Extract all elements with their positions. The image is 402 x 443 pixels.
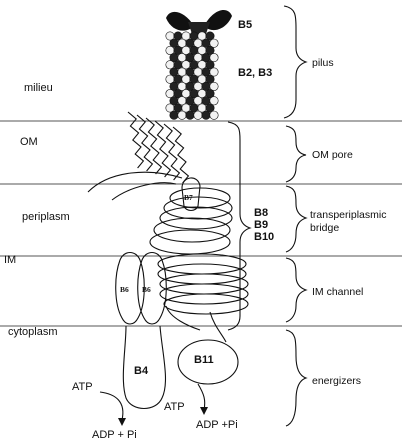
pilus-subunit <box>209 38 219 48</box>
label-om: OM <box>20 136 38 148</box>
om-pore-fiber <box>145 117 163 175</box>
pilus-subunit <box>177 110 187 120</box>
b5-tip-shape <box>166 10 232 34</box>
pilus-subunit <box>193 110 203 120</box>
label-b7: B7 <box>184 193 193 202</box>
label-bridge-line2: bridge <box>310 222 339 234</box>
om-pore-fiber <box>136 114 154 172</box>
label-atp-right: ATP <box>164 401 185 413</box>
pilus-subunit <box>205 74 215 84</box>
pilus-subunit <box>205 89 215 99</box>
pilus-subunit <box>201 110 211 120</box>
label-b4: B4 <box>134 365 149 377</box>
label-b11: B11 <box>194 354 214 366</box>
pilus-subunit <box>209 110 219 120</box>
label-im: IM <box>4 254 16 266</box>
atp-left-arrow <box>99 391 124 421</box>
b6-right-shape <box>137 251 167 325</box>
pilus-subunit <box>205 45 215 55</box>
pilus-subunit <box>205 31 215 41</box>
label-b10: B10 <box>254 231 274 243</box>
label-b6-left: B6 <box>120 285 129 294</box>
pilus-brace <box>283 5 308 119</box>
pilus-subunit <box>209 96 219 106</box>
atp-right-arrowhead <box>200 407 208 415</box>
im-channel-brace <box>285 257 308 323</box>
label-cytoplasm: cytoplasm <box>8 326 58 338</box>
pilus-body <box>165 31 219 120</box>
om-pore-fiber <box>127 111 145 169</box>
bridge-brace <box>285 185 308 253</box>
im-channel-coils <box>157 253 249 343</box>
b6-left-shape <box>115 251 145 325</box>
pilus-subunit <box>209 67 219 77</box>
om-pore-fiber <box>163 123 181 181</box>
label-b8: B8 <box>254 207 268 219</box>
atp-left-arrowhead <box>118 418 126 426</box>
label-adp-right: ADP +Pi <box>196 419 238 431</box>
om-pore-fiber <box>172 126 190 184</box>
label-atp-left: ATP <box>72 381 93 393</box>
label-b2-b3: B2, B3 <box>238 67 272 79</box>
pilus-subunit <box>205 60 215 70</box>
pilus-subunit <box>185 110 195 120</box>
label-adp-left: ADP + Pi <box>92 429 137 441</box>
om-pore-brace <box>285 125 307 183</box>
label-om-pore: OM pore <box>312 149 353 161</box>
pilus-subunit <box>209 53 219 63</box>
om-pore-fiber <box>154 120 172 178</box>
pilus-subunit <box>169 110 179 120</box>
label-b5: B5 <box>238 19 252 31</box>
label-b9: B9 <box>254 219 268 231</box>
pilus-subunit <box>209 81 219 91</box>
label-energizers: energizers <box>312 375 361 387</box>
atp-right-arrow <box>197 383 206 411</box>
label-pilus: pilus <box>312 57 334 69</box>
om-pore-fibers <box>127 111 190 184</box>
b8-b9-b10-bracket <box>227 121 252 331</box>
label-milieu: milieu <box>24 82 53 94</box>
b7-shape <box>181 177 201 212</box>
b11-shape <box>177 339 239 385</box>
label-bridge-line1: transperiplasmic <box>310 209 386 221</box>
label-periplasm: periplasm <box>22 211 70 223</box>
label-b6-right: B6 <box>142 285 151 294</box>
b4-shape <box>122 325 167 410</box>
energizers-brace <box>285 329 308 427</box>
pilus-subunit <box>205 103 215 113</box>
label-im-channel: IM channel <box>312 286 363 298</box>
